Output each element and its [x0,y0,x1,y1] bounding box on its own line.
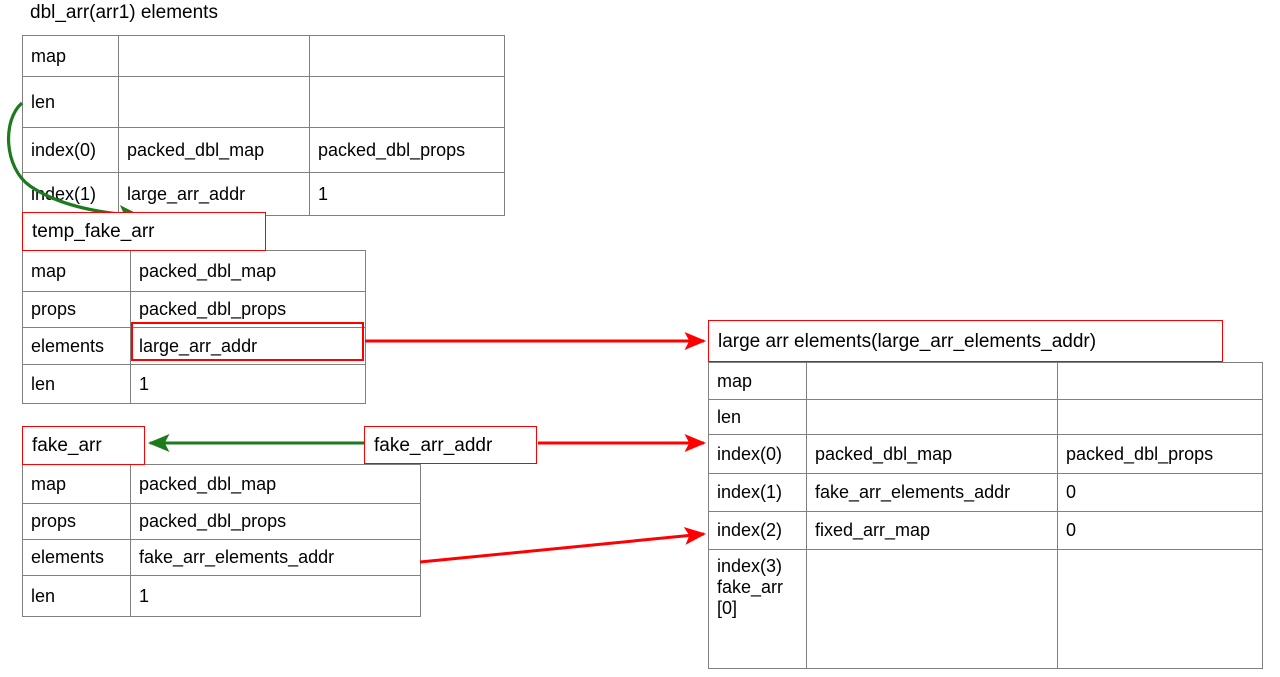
temp-fake-arr-header-box: temp_fake_arr [22,212,266,251]
table-row: index(0) packed_dbl_map packed_dbl_props [708,434,1263,474]
cell-label: index(2) [708,511,807,550]
dbl-arr-elements-table: map len index(0) packed_dbl_map packed_d… [22,35,505,216]
table-row: index(1) large_arr_addr 1 [22,172,505,216]
fake-arr-header-box: fake_arr [22,426,145,465]
cell-value-elements: fake_arr_elements_addr [130,539,421,576]
large-arr-header-label: large arr elements(large_arr_elements_ad… [718,330,1097,352]
cell-label: map [22,464,131,504]
fake-arr-table: map packed_dbl_map props packed_dbl_prop… [22,464,421,617]
arrow-fake-arr-elements-to-large-arr-index2 [419,526,707,564]
fake-arr-addr-label: fake_arr_addr [374,434,493,456]
cell-label: elements [22,327,131,365]
cell-label: elements [22,539,131,576]
table-row: props packed_dbl_props [22,291,366,328]
cell-col2 [806,549,1058,669]
cell-label: map [708,362,807,400]
cell-label: map [22,250,131,292]
fake-arr-addr-box: fake_arr_addr [364,426,537,464]
large-arr-elements-table: map len index(0) packed_dbl_map packed_d… [708,362,1263,669]
cell-col2 [806,399,1058,435]
cell-label: len [22,76,119,128]
table-row: map packed_dbl_map [22,250,366,292]
cell-label: props [22,503,131,540]
table-row: elements large_arr_addr [22,327,366,365]
cell-label: index(1) [708,473,807,512]
table-row: len 1 [22,575,421,617]
cell-col2: large_arr_addr [118,172,310,216]
table-row: elements fake_arr_elements_addr [22,539,421,576]
cell-value: 1 [130,575,421,617]
table-row: index(1) fake_arr_elements_addr 0 [708,473,1263,512]
cell-col2 [118,76,310,128]
fake-arr-header-label: fake_arr [32,435,102,456]
table-row: len 1 [22,364,366,404]
table-row: index(0) packed_dbl_map packed_dbl_props [22,127,505,173]
cell-label: index(1) [22,172,119,216]
table-row: index(3) fake_arr [0] [708,549,1263,669]
cell-col2 [118,35,310,77]
cell-col3: packed_dbl_props [1057,434,1263,474]
cell-col3 [1057,399,1263,435]
cell-value: packed_dbl_props [130,503,421,540]
cell-label: map [22,35,119,77]
cell-col2: fake_arr_elements_addr [806,473,1058,512]
cell-col3: 1 [309,172,505,216]
cell-col3: packed_dbl_props [309,127,505,173]
temp-fake-arr-header-label: temp_fake_arr [32,221,155,242]
cell-value: packed_dbl_map [130,464,421,504]
dbl-arr-caption: dbl_arr(arr1) elements [30,2,218,23]
temp-fake-arr-table: map packed_dbl_map props packed_dbl_prop… [22,250,366,404]
cell-col3: 0 [1057,511,1263,550]
table-row: map packed_dbl_map [22,464,421,504]
table-row: map [22,35,505,77]
cell-label: len [22,575,131,617]
cell-value: packed_dbl_props [130,291,366,328]
cell-label: len [708,399,807,435]
cell-col3: 0 [1057,473,1263,512]
cell-label: len [22,364,131,404]
table-row: map [708,362,1263,400]
cell-value-elements: large_arr_addr [130,327,366,365]
table-row: len [708,399,1263,435]
cell-col2: fixed_arr_map [806,511,1058,550]
cell-label: props [22,291,131,328]
cell-col2 [806,362,1058,400]
table-row: props packed_dbl_props [22,503,421,540]
cell-value: packed_dbl_map [130,250,366,292]
cell-label: index(0) [22,127,119,173]
cell-col2: packed_dbl_map [806,434,1058,474]
large-arr-header-box: large arr elements(large_arr_elements_ad… [708,320,1223,362]
cell-label-fake-arr-slot: index(3) fake_arr [0] [708,549,807,669]
table-row: index(2) fixed_arr_map 0 [708,511,1263,550]
cell-col2: packed_dbl_map [118,127,310,173]
cell-col3 [1057,549,1263,669]
cell-col3 [309,35,505,77]
cell-label: index(0) [708,434,807,474]
cell-col3 [1057,362,1263,400]
cell-col3 [309,76,505,128]
table-row: len [22,76,505,128]
cell-value: 1 [130,364,366,404]
